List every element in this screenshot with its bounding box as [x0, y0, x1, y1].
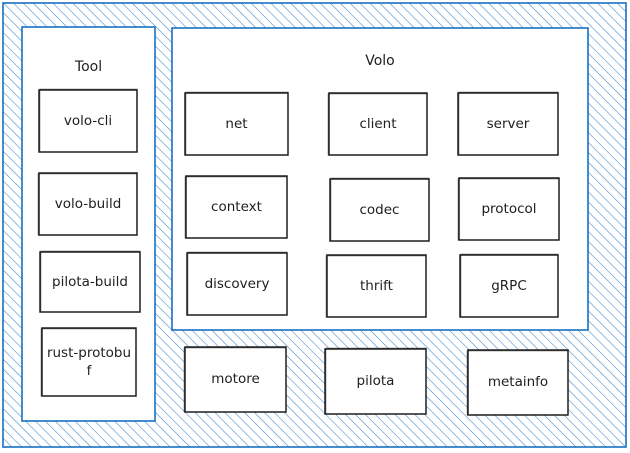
context-box-sketch	[184, 176, 288, 239]
thrift-box	[326, 254, 427, 318]
extra-pilota: pilota	[356, 373, 395, 390]
volo-module-context: context	[211, 198, 262, 215]
thrift-box-sketch	[325, 255, 427, 318]
discovery-box-sketch	[187, 251, 288, 316]
motore-box	[184, 346, 287, 413]
pilota-box	[324, 348, 427, 415]
pilota-build-box-sketch	[40, 250, 141, 313]
volo-title: Volo	[365, 52, 395, 69]
net-box-sketch	[185, 91, 289, 156]
pilota-box-sketch	[325, 347, 427, 415]
net-box	[184, 92, 289, 156]
volo-module-protocol: protocol	[481, 200, 537, 217]
volo-module-codec: codec	[359, 201, 400, 218]
volo-module-net: net	[225, 115, 248, 132]
volo-module-grpc: gRPC	[491, 277, 527, 294]
tool-item-rust-protobuf: rust-protobuf	[46, 344, 132, 379]
motore-box-sketch	[183, 347, 287, 413]
grpc-box-sketch	[460, 253, 559, 318]
client-box-sketch	[327, 93, 428, 156]
metainfo-box-sketch	[466, 350, 569, 416]
extra-metainfo: metainfo	[487, 374, 549, 391]
codec-box	[329, 178, 430, 242]
server-box-sketch	[458, 91, 559, 156]
volo-module-thrift: thrift	[360, 277, 393, 294]
protocol-box-sketch	[457, 178, 560, 241]
tool-title: Tool	[74, 58, 103, 75]
rust-protobuf-box-sketch	[40, 328, 137, 397]
volo-build-box-sketch	[37, 173, 138, 236]
volo-module-server: server	[486, 115, 530, 132]
volo-cli-box-sketch	[39, 88, 138, 153]
volo-module-client: client	[359, 115, 397, 132]
codec-box-sketch	[330, 177, 430, 242]
tool-item-volo-build: volo-build	[54, 195, 122, 212]
volo-module-discovery: discovery	[204, 275, 270, 292]
pilota-build-box	[39, 251, 141, 313]
discovery-box	[186, 252, 288, 316]
tool-item-pilota-build: pilota-build	[52, 273, 128, 290]
grpc-box	[459, 254, 559, 318]
tool-item-volo-cli: volo-cli	[63, 112, 113, 129]
extra-motore: motore	[211, 371, 260, 388]
